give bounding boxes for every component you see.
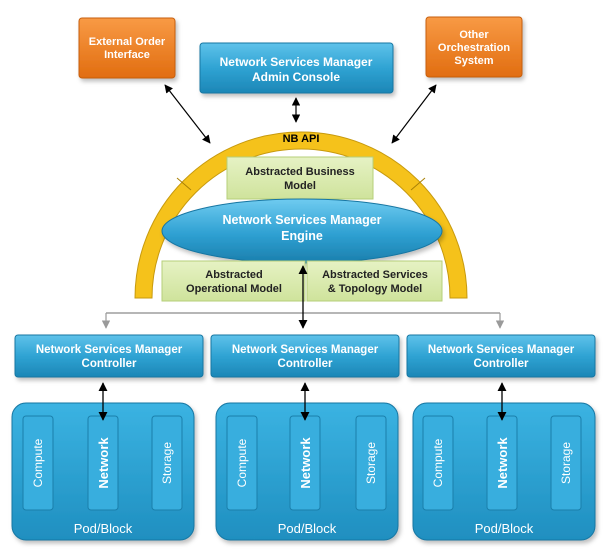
abstracted-operational-line1: Abstracted	[205, 269, 262, 281]
arc-divider-left	[176, 177, 192, 191]
arrow-other-to-api	[391, 84, 437, 144]
controller-center-line1: Network Services Manager	[232, 344, 379, 356]
pod-center-storage-column	[355, 415, 387, 511]
nb-api-arc	[134, 131, 468, 299]
controller-right-line2: Controller	[474, 358, 529, 370]
external-order-line1: External Order	[89, 36, 166, 48]
controller-right-line1: Network Services Manager	[428, 344, 575, 356]
other-orchestration-box	[425, 16, 523, 78]
engine-line1: Network Services Manager	[222, 213, 381, 227]
pod-right-compute-column	[422, 415, 454, 511]
external-order-interface-box	[78, 17, 176, 79]
other-orch-line3: System	[454, 55, 493, 67]
pod-left-compute-column	[22, 415, 54, 511]
abstracted-business-line1: Abstracted Business	[245, 166, 354, 178]
controller-left-line2: Controller	[82, 358, 137, 370]
pod-left-storage-label: Storage	[160, 442, 174, 484]
pod-center-compute-label: Compute	[235, 438, 249, 487]
abstracted-business-line2: Model	[284, 180, 316, 192]
pod-right-network-label: Network	[495, 437, 510, 489]
pod-right-label: Pod/Block	[475, 521, 534, 536]
other-orch-line1: Other	[459, 29, 489, 41]
pod-left-storage-column	[151, 415, 183, 511]
abstracted-operational-model-box	[161, 260, 306, 302]
abstracted-operational-line2: Operational Model	[186, 283, 282, 295]
pod-center-label: Pod/Block	[278, 521, 337, 536]
pod-right-compute-label: Compute	[431, 438, 445, 487]
pod-center-network-label: Network	[298, 437, 313, 489]
admin-console-box	[199, 42, 394, 94]
abstracted-business-model-box	[226, 156, 374, 200]
controller-left-line1: Network Services Manager	[36, 344, 183, 356]
pod-left-network-label: Network	[96, 437, 111, 489]
controller-center-line2: Controller	[278, 358, 333, 370]
pod-center-storage-label: Storage	[364, 442, 378, 484]
pod-left-compute-label: Compute	[31, 438, 45, 487]
abstracted-services-line1: Abstracted Services	[322, 269, 428, 281]
pod-left-label: Pod/Block	[74, 521, 133, 536]
controller-right	[406, 334, 596, 378]
nb-api-label: NB API	[283, 133, 320, 145]
pod-center-compute-column	[226, 415, 258, 511]
admin-console-line2: Admin Console	[252, 70, 340, 84]
other-orch-line2: Orchestration	[438, 42, 510, 54]
engine-line2: Engine	[281, 229, 323, 243]
external-order-line2: Interface	[104, 49, 150, 61]
pod-right-storage-column	[550, 415, 582, 511]
pod-right-storage-label: Storage	[559, 442, 573, 484]
arc-divider-right	[410, 177, 426, 191]
admin-console-line1: Network Services Manager	[220, 55, 373, 69]
abstracted-services-line2: & Topology Model	[328, 283, 423, 295]
controller-left	[14, 334, 204, 378]
abstracted-services-topology-box	[306, 260, 443, 302]
controller-center	[210, 334, 400, 378]
arrow-external-to-api	[164, 84, 211, 144]
